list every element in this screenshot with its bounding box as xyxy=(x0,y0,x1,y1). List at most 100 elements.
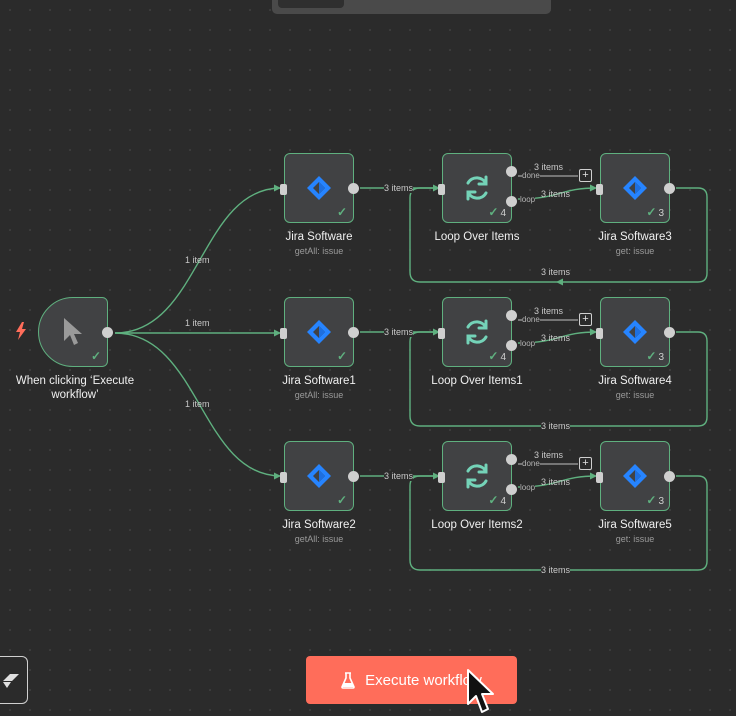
edge-label-done-3: done xyxy=(522,459,540,468)
edge-trigger-jira xyxy=(114,187,282,334)
edge-label-loop-items-3: 3 items xyxy=(541,477,571,487)
run-count: ✓4 xyxy=(488,349,506,363)
done-port[interactable] xyxy=(506,310,517,321)
done-port[interactable] xyxy=(506,166,517,177)
jira-icon xyxy=(307,320,331,344)
trigger-output-port[interactable] xyxy=(102,327,113,338)
success-check-icon: ✓ xyxy=(336,493,347,507)
run-count: ✓3 xyxy=(646,493,664,507)
output-port[interactable] xyxy=(664,183,675,194)
loop-port[interactable] xyxy=(506,340,517,351)
node-loop-over-items1[interactable]: ✓4 xyxy=(438,297,517,367)
edge-label-return-1: 3 items xyxy=(541,267,571,277)
input-port[interactable] xyxy=(596,184,603,195)
node-loop-over-items2[interactable]: ✓4 xyxy=(438,441,517,511)
output-port[interactable] xyxy=(664,327,675,338)
arrow-into-jira5 xyxy=(590,472,597,480)
mouse-pointer-icon xyxy=(467,669,494,713)
loop-refresh-icon xyxy=(466,175,488,201)
done-port[interactable] xyxy=(506,454,517,465)
node-title-jira5: Jira Software5 xyxy=(598,519,672,531)
arrow-into-loop2 xyxy=(433,472,440,480)
edge-label-1item-top: 1 item xyxy=(185,255,210,265)
node-title-loop2: Loop Over Items2 xyxy=(431,519,523,531)
node-subtitle-jira4: get: issue xyxy=(615,390,655,400)
loop-refresh-icon xyxy=(466,319,488,345)
output-port[interactable] xyxy=(348,471,359,482)
tidy-up-button[interactable] xyxy=(0,656,28,704)
node-title-jira1: Jira Software1 xyxy=(282,375,356,387)
edge-label-done-items-3: 3 items xyxy=(534,450,564,460)
edge-trigger-jira2 xyxy=(114,332,282,477)
add-node-button-3[interactable]: + xyxy=(579,457,592,470)
node-subtitle-jira2: getAll: issue xyxy=(294,534,344,544)
node-jira-software[interactable]: ✓ xyxy=(280,153,359,223)
execute-workflow-label: Execute workflow xyxy=(365,671,482,689)
jira-icon xyxy=(623,176,647,200)
node-jira-software4[interactable]: ✓3 xyxy=(596,297,675,367)
run-count: ✓3 xyxy=(646,205,664,219)
top-bar-segment[interactable] xyxy=(278,0,344,8)
edge-label-loop-3: loop xyxy=(520,483,536,492)
edge-label-jira2-loop2: 3 items xyxy=(384,471,414,481)
node-jira-software1[interactable]: ✓ xyxy=(280,297,359,367)
output-port[interactable] xyxy=(348,327,359,338)
run-count: ✓4 xyxy=(488,493,506,507)
input-port[interactable] xyxy=(280,328,287,339)
edge-label-done-items-2: 3 items xyxy=(534,306,564,316)
loop-port[interactable] xyxy=(506,484,517,495)
loop-refresh-icon xyxy=(466,463,488,489)
jira-icon xyxy=(623,464,647,488)
node-title-jira: Jira Software xyxy=(285,231,353,243)
node-jira-software3[interactable]: ✓3 xyxy=(596,153,675,223)
run-count: ✓4 xyxy=(488,205,506,219)
output-port[interactable] xyxy=(664,471,675,482)
edge-label-jira-loop: 3 items xyxy=(384,183,414,193)
node-title-jira4: Jira Software4 xyxy=(598,375,672,387)
arrow-into-jira3 xyxy=(590,184,597,192)
run-count: ✓3 xyxy=(646,349,664,363)
top-bar xyxy=(272,0,551,14)
cursor-icon xyxy=(64,318,82,345)
edge-label-1item-mid: 1 item xyxy=(185,318,210,328)
arrow-return-1 xyxy=(556,278,563,286)
add-node-button-2[interactable]: + xyxy=(579,313,592,326)
success-check-icon: ✓ xyxy=(336,349,347,363)
success-check-icon: ✓ xyxy=(90,349,101,363)
trigger-bolt-icon xyxy=(16,322,26,340)
input-port[interactable] xyxy=(438,472,445,483)
edge-label-return-3: 3 items xyxy=(541,565,571,575)
node-jira-software5[interactable]: ✓3 xyxy=(596,441,675,511)
trigger-node[interactable]: ✓ xyxy=(38,297,113,367)
node-subtitle-jira1: getAll: issue xyxy=(294,390,344,400)
jira-icon xyxy=(307,176,331,200)
flask-icon xyxy=(341,671,355,689)
input-port[interactable] xyxy=(438,328,445,339)
arrow-into-loop1 xyxy=(433,328,440,336)
input-port[interactable] xyxy=(280,184,287,195)
node-title-jira3: Jira Software3 xyxy=(598,231,672,243)
node-title-loop1: Loop Over Items1 xyxy=(431,375,523,387)
node-title-loop: Loop Over Items xyxy=(434,231,520,243)
input-port[interactable] xyxy=(280,472,287,483)
arrow-into-jira4 xyxy=(590,328,597,336)
edge-label-loop-2: loop xyxy=(520,339,536,348)
input-port[interactable] xyxy=(596,472,603,483)
node-subtitle-jira5: get: issue xyxy=(615,534,655,544)
node-subtitle-jira: getAll: issue xyxy=(294,246,344,256)
node-subtitle-jira3: get: issue xyxy=(615,246,655,256)
node-jira-software2[interactable]: ✓ xyxy=(280,441,359,511)
loop-port[interactable] xyxy=(506,196,517,207)
edge-label-jira1-loop1: 3 items xyxy=(384,327,414,337)
arrow-into-jira1 xyxy=(274,329,281,337)
tidy-icon xyxy=(3,674,19,688)
edge-label-1item-bottom: 1 item xyxy=(185,399,210,409)
success-check-icon: ✓ xyxy=(336,205,347,219)
edge-label-done-items-1: 3 items xyxy=(534,162,564,172)
add-node-button-1[interactable]: + xyxy=(579,169,592,182)
input-port[interactable] xyxy=(596,328,603,339)
node-loop-over-items[interactable]: ✓4 xyxy=(438,153,517,223)
output-port[interactable] xyxy=(348,183,359,194)
input-port[interactable] xyxy=(438,184,445,195)
